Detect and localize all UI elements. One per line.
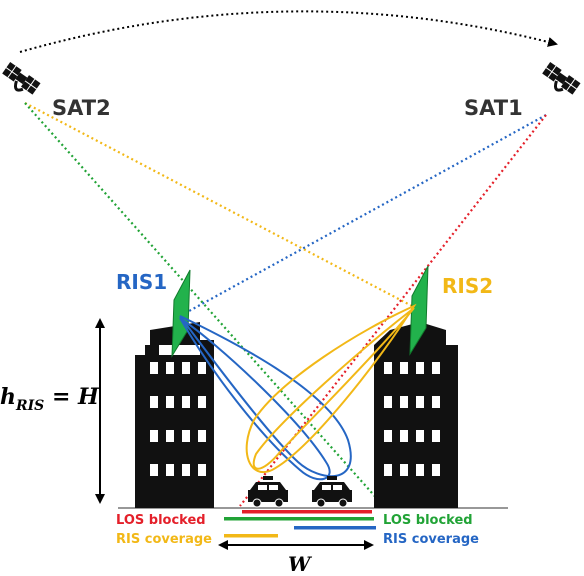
sat2-los-link: [24, 102, 381, 503]
building-icon: [374, 322, 458, 508]
sat2-label: SAT2: [52, 96, 111, 120]
width-label: W: [288, 552, 313, 576]
legend-los-blocked-right: LOS blocked: [383, 513, 473, 528]
legend-ris-coverage-right: RIS coverage: [383, 532, 479, 547]
ris1-beam-outer: [179, 315, 352, 478]
ris-panel-icon: [409, 265, 429, 356]
sat2-to-ris2-link: [24, 102, 413, 307]
sat1-label: SAT1: [464, 96, 523, 120]
legend-ris-coverage-left: RIS coverage: [116, 532, 212, 547]
los-blocked-bar-green: [224, 517, 374, 521]
ris2-beam-inner: [252, 307, 415, 470]
ris1-label: RIS1: [116, 270, 167, 294]
satellite-icon: [2, 61, 41, 95]
los-blocked-bar-red: [242, 510, 372, 514]
car-icon: [312, 476, 352, 508]
ris2-beam-outer: [245, 303, 417, 473]
orbit-arc: [19, 10, 558, 53]
ris-coverage-bar-yellow: [224, 534, 278, 538]
legend-los-blocked-left: LOS blocked: [116, 513, 206, 528]
ris-coverage-bar-blue: [294, 526, 376, 530]
satellite-icon: [542, 61, 581, 95]
height-label: hRIS = H: [0, 384, 100, 414]
ris2-label: RIS2: [442, 274, 493, 298]
ris1-beam-inner: [179, 317, 331, 481]
car-icon: [248, 476, 288, 508]
